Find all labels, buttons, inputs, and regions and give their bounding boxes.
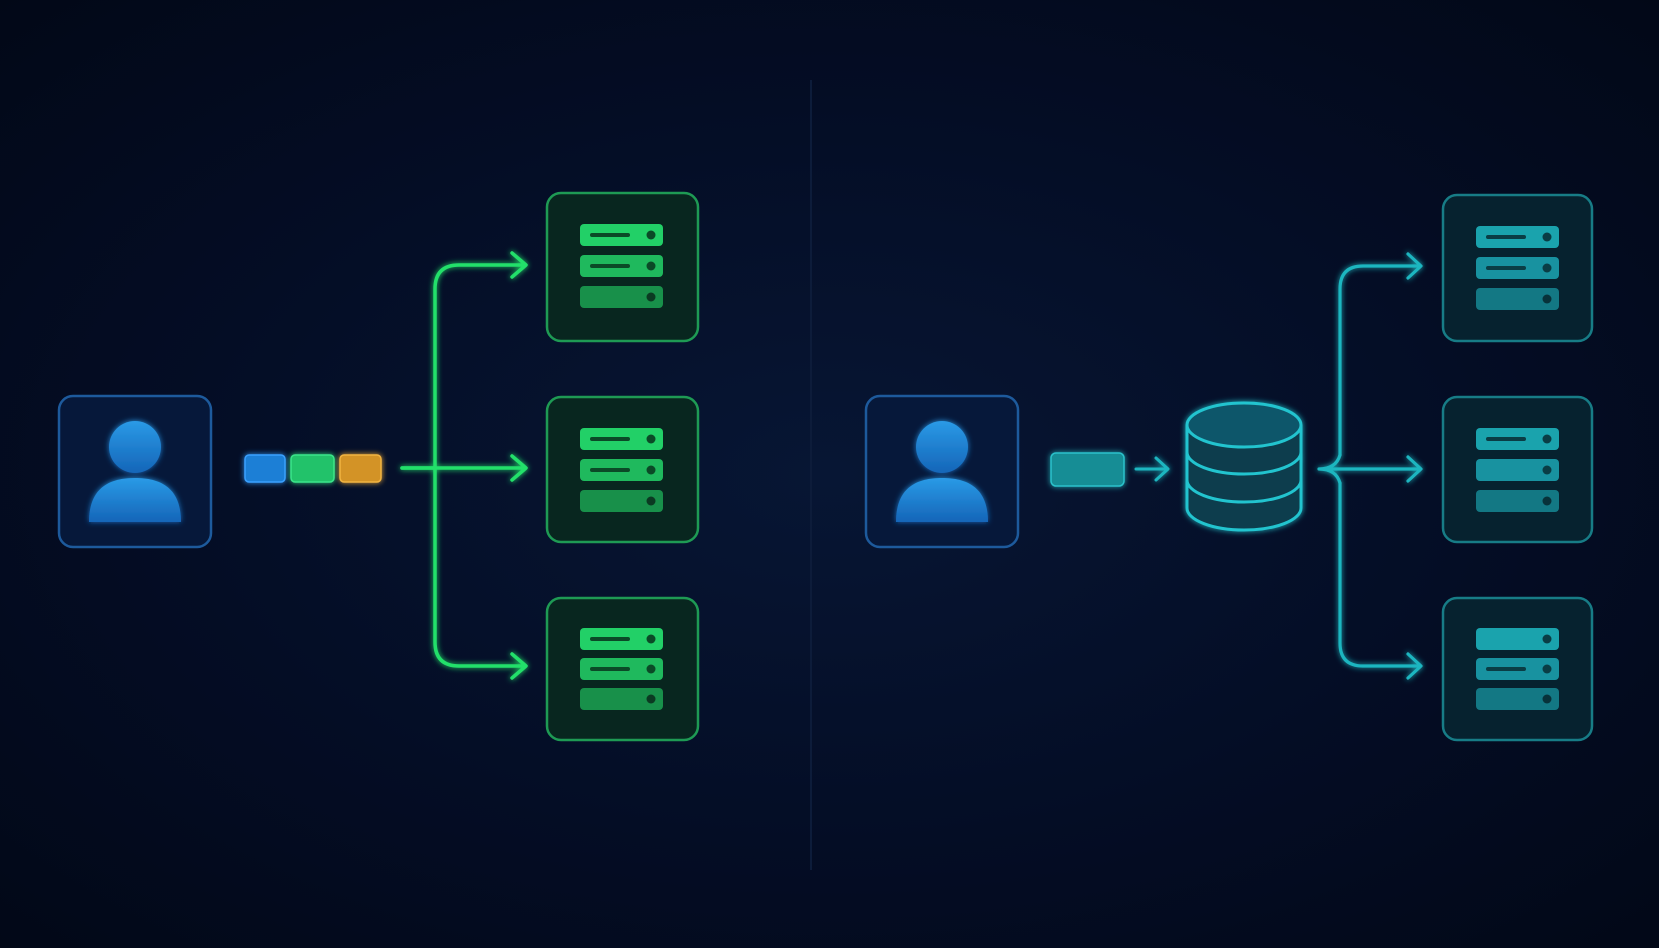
right-panel xyxy=(864,193,1594,742)
left-servers xyxy=(545,191,700,742)
arrow-head-3 xyxy=(510,652,528,680)
server-icon xyxy=(580,628,663,710)
right-server-2 xyxy=(1441,395,1594,544)
database-icon xyxy=(1185,401,1303,532)
packet-blue xyxy=(244,454,286,483)
left-routing-arrows xyxy=(400,251,528,680)
arrow-head-r2 xyxy=(1406,455,1423,483)
user-icon xyxy=(896,421,988,522)
arrow-to-server-3 xyxy=(433,466,527,668)
right-server-3 xyxy=(1441,596,1594,742)
server-icon xyxy=(1476,628,1559,710)
arrow-to-replica-1 xyxy=(1338,264,1422,457)
arrow-head-1 xyxy=(510,251,528,279)
left-panel xyxy=(57,191,700,742)
left-packets xyxy=(244,454,382,483)
arrow-head-r1 xyxy=(1406,252,1423,280)
left-user-node xyxy=(57,394,213,549)
arrow-head-r3 xyxy=(1406,652,1423,680)
user-icon xyxy=(89,421,181,522)
right-servers xyxy=(1441,193,1594,742)
arrow-head-2 xyxy=(510,454,528,482)
left-server-2 xyxy=(545,395,700,544)
arrow-to-server-1 xyxy=(400,263,527,470)
arrow-to-replica-3 xyxy=(1338,481,1422,668)
left-server-3 xyxy=(545,596,700,742)
packet-teal xyxy=(1050,452,1125,487)
right-server-1 xyxy=(1441,193,1594,343)
right-routing-arrows xyxy=(1317,252,1423,680)
server-icon xyxy=(1476,428,1559,512)
packet-green xyxy=(290,454,335,483)
packet-amber xyxy=(339,454,382,483)
arrow-to-store xyxy=(1134,456,1170,482)
right-user-node xyxy=(864,394,1020,549)
brace-fork xyxy=(1317,453,1342,485)
left-server-1 xyxy=(545,191,700,343)
server-icon xyxy=(580,224,663,308)
server-icon xyxy=(1476,226,1559,310)
server-icon xyxy=(580,428,663,512)
